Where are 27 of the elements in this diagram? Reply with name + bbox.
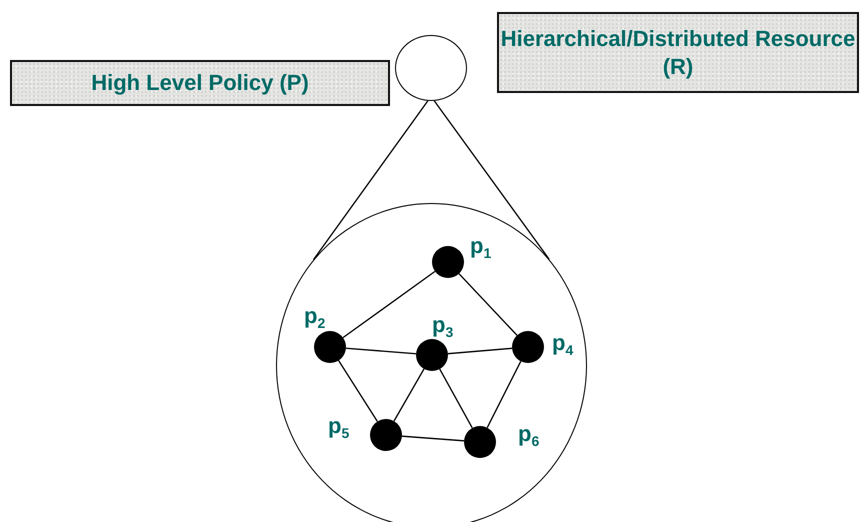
node-label: p$_{1}$ — [470, 234, 492, 263]
node-label: p$_{2}$ — [304, 304, 326, 333]
connector-line — [338, 360, 378, 422]
node-dot — [370, 419, 402, 451]
connector-line — [434, 100, 550, 260]
node-dot — [432, 246, 464, 278]
connector-line — [448, 348, 512, 354]
node-label: p$_{4}$ — [552, 331, 574, 360]
connector-line — [393, 368, 425, 422]
connector-line — [458, 273, 518, 336]
node-dot — [464, 426, 496, 458]
node-label: p$_{5}$ — [328, 414, 350, 443]
node-label: p$_{6}$ — [518, 422, 540, 451]
node-label: p$_{3}$ — [432, 313, 454, 342]
node-dot — [416, 339, 448, 371]
circle-outline — [276, 203, 587, 522]
node-dot — [314, 331, 346, 363]
connector-line — [346, 348, 416, 354]
connector-line — [439, 368, 473, 428]
connector-line — [402, 436, 464, 442]
connector-line — [342, 270, 436, 338]
label-box: Hierarchical/Distributed Resource (R) — [497, 12, 859, 93]
circle-outline — [395, 35, 467, 101]
connector-line — [486, 360, 522, 428]
connector-line — [312, 100, 428, 260]
node-dot — [512, 331, 544, 363]
label-box: High Level Policy (P) — [10, 60, 390, 106]
